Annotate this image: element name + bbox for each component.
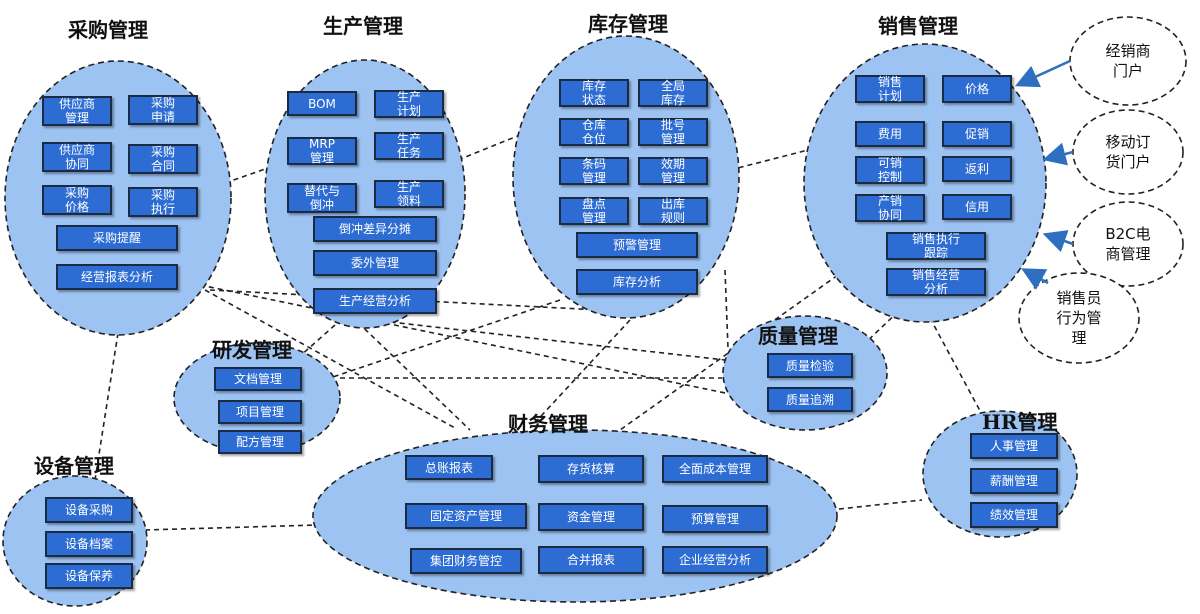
equipment-box-maintenance[interactable]: 设备保养	[45, 563, 133, 589]
connector-equipment-finance	[144, 524, 319, 531]
sales-title: 销售管理	[878, 14, 958, 38]
connector-purchase-finance	[204, 289, 456, 429]
sales-box-credit[interactable]: 信用	[942, 194, 1012, 220]
connector-purchase-equipment	[94, 332, 119, 481]
purchase-box-report-analysis[interactable]: 经营报表分析	[56, 264, 178, 290]
inventory-box-batch[interactable]: 批号 管理	[638, 118, 708, 146]
production-box-task[interactable]: 生产 任务	[374, 132, 444, 160]
hr-title: HR管理	[982, 410, 1058, 434]
finance-box-fixed-assets[interactable]: 固定资产管理	[405, 503, 527, 529]
hr-box-performance[interactable]: 绩效管理	[970, 502, 1058, 528]
connector-production-quality	[354, 317, 726, 361]
inventory-box-stocktake[interactable]: 盘点 管理	[559, 197, 629, 225]
finance-box-ledger-report[interactable]: 总账报表	[405, 455, 493, 480]
sales-box-expense[interactable]: 费用	[855, 121, 925, 147]
purchase-box-price[interactable]: 采购 价格	[42, 185, 112, 215]
inventory-box-analysis[interactable]: 库存分析	[576, 269, 698, 295]
connector-production-finance	[344, 309, 471, 431]
connector-inventory-sales	[729, 149, 809, 171]
portal-b2c-label: B2C电 商管理	[1105, 225, 1151, 263]
sales-box-operation-analysis[interactable]: 销售经营 分析	[886, 268, 986, 296]
finance-box-funds[interactable]: 资金管理	[538, 503, 644, 531]
inventory-box-status[interactable]: 库存 状态	[559, 79, 629, 107]
equipment-box-purchase[interactable]: 设备采购	[45, 497, 133, 523]
connector-inventory-sales-quality	[724, 269, 729, 349]
sales-box-execution-tracking[interactable]: 销售执行 跟踪	[886, 232, 986, 260]
arrow-mobile-to-sales	[1042, 142, 1074, 166]
rnd-box-formula[interactable]: 配方管理	[218, 430, 302, 454]
quality-title: 质量管理	[758, 324, 838, 348]
sales-box-available-control[interactable]: 可销 控制	[855, 156, 925, 184]
finance-box-inventory-accounting[interactable]: 存货核算	[538, 455, 644, 483]
production-box-variance-allocation[interactable]: 倒冲差异分摊	[313, 216, 437, 242]
production-box-plan[interactable]: 生产 计划	[374, 90, 444, 118]
connector-purchase-production	[224, 167, 269, 184]
inventory-box-expiry[interactable]: 效期 管理	[638, 157, 708, 185]
connector-production-rnd	[289, 324, 336, 366]
salesperson-portal-ellipse	[1018, 272, 1140, 364]
production-box-bom[interactable]: BOM	[287, 91, 357, 116]
equipment-title: 设备管理	[34, 454, 114, 478]
connector-purchase-inventory	[209, 289, 601, 311]
equipment-box-archive[interactable]: 设备档案	[45, 531, 133, 557]
finance-box-consolidated-report[interactable]: 合并报表	[538, 546, 644, 574]
purchase-box-reminder[interactable]: 采购提醒	[56, 225, 178, 251]
arrow-b2c-to-sales	[1042, 230, 1074, 253]
finance-box-budget[interactable]: 预算管理	[662, 505, 768, 533]
inventory-box-barcode[interactable]: 条码 管理	[559, 157, 629, 185]
rnd-title: 研发管理	[212, 338, 292, 362]
purchase-box-supplier-collab[interactable]: 供应商 协同	[42, 142, 112, 172]
connector-purchase-quality	[199, 284, 736, 396]
portal-dealer-label: 经销商 门户	[1105, 42, 1151, 80]
inventory-title: 库存管理	[588, 12, 668, 36]
quality-box-traceability[interactable]: 质量追溯	[767, 387, 853, 412]
rnd-box-project[interactable]: 项目管理	[218, 400, 302, 424]
connector-production-inventory	[457, 134, 521, 161]
finance-box-business-analysis[interactable]: 企业经营分析	[662, 546, 768, 574]
connector-sales-hr	[929, 317, 986, 421]
production-box-analysis[interactable]: 生产经营分析	[313, 288, 437, 314]
inventory-box-outbound-rules[interactable]: 出库 规则	[638, 197, 708, 225]
purchase-title: 采购管理	[68, 18, 148, 42]
sales-box-promotion[interactable]: 促销	[942, 121, 1012, 147]
connector-finance-hr	[829, 499, 923, 511]
hr-box-payroll[interactable]: 薪酬管理	[970, 468, 1058, 494]
sales-box-price[interactable]: 价格	[942, 75, 1012, 103]
production-box-mrp[interactable]: MRP 管理	[287, 137, 357, 165]
inventory-box-warehouse[interactable]: 仓库 仓位	[559, 118, 629, 146]
sales-box-production-sales-collab[interactable]: 产销 协同	[855, 194, 925, 222]
production-box-outsourcing[interactable]: 委外管理	[313, 250, 437, 276]
sales-box-rebate[interactable]: 返利	[942, 156, 1012, 182]
production-title: 生产管理	[323, 14, 403, 38]
sales-box-plan[interactable]: 销售 计划	[855, 75, 925, 103]
finance-title: 财务管理	[508, 412, 588, 436]
connector-inventory-finance	[529, 319, 631, 429]
purchase-box-request[interactable]: 采购 申请	[128, 95, 198, 125]
arrow-dealer-to-sales	[1014, 59, 1071, 88]
purchase-box-supplier-mgmt[interactable]: 供应商 管理	[42, 96, 112, 126]
hr-box-personnel[interactable]: 人事管理	[970, 433, 1058, 459]
connector-inventory-rnd	[329, 299, 561, 379]
quality-box-inspection[interactable]: 质量检验	[767, 353, 853, 378]
finance-box-group-control[interactable]: 集团财务管控	[410, 548, 522, 574]
arrow-salesperson-to-sales	[1021, 268, 1049, 290]
production-box-material-issue[interactable]: 生产 领料	[374, 180, 444, 208]
purchase-box-contract[interactable]: 采购 合同	[128, 144, 198, 174]
inventory-box-alert[interactable]: 预警管理	[576, 232, 698, 258]
inventory-box-global[interactable]: 全局 库存	[638, 79, 708, 107]
portal-mobile-order-label: 移动订 货门户	[1105, 133, 1151, 171]
finance-box-total-cost[interactable]: 全面成本管理	[662, 455, 768, 483]
production-box-substitute[interactable]: 替代与 倒冲	[287, 183, 357, 213]
purchase-box-execution[interactable]: 采购 执行	[128, 187, 198, 217]
rnd-box-document[interactable]: 文档管理	[214, 367, 302, 391]
portal-salesperson-label: 销售员 行为管 理	[1056, 289, 1102, 347]
